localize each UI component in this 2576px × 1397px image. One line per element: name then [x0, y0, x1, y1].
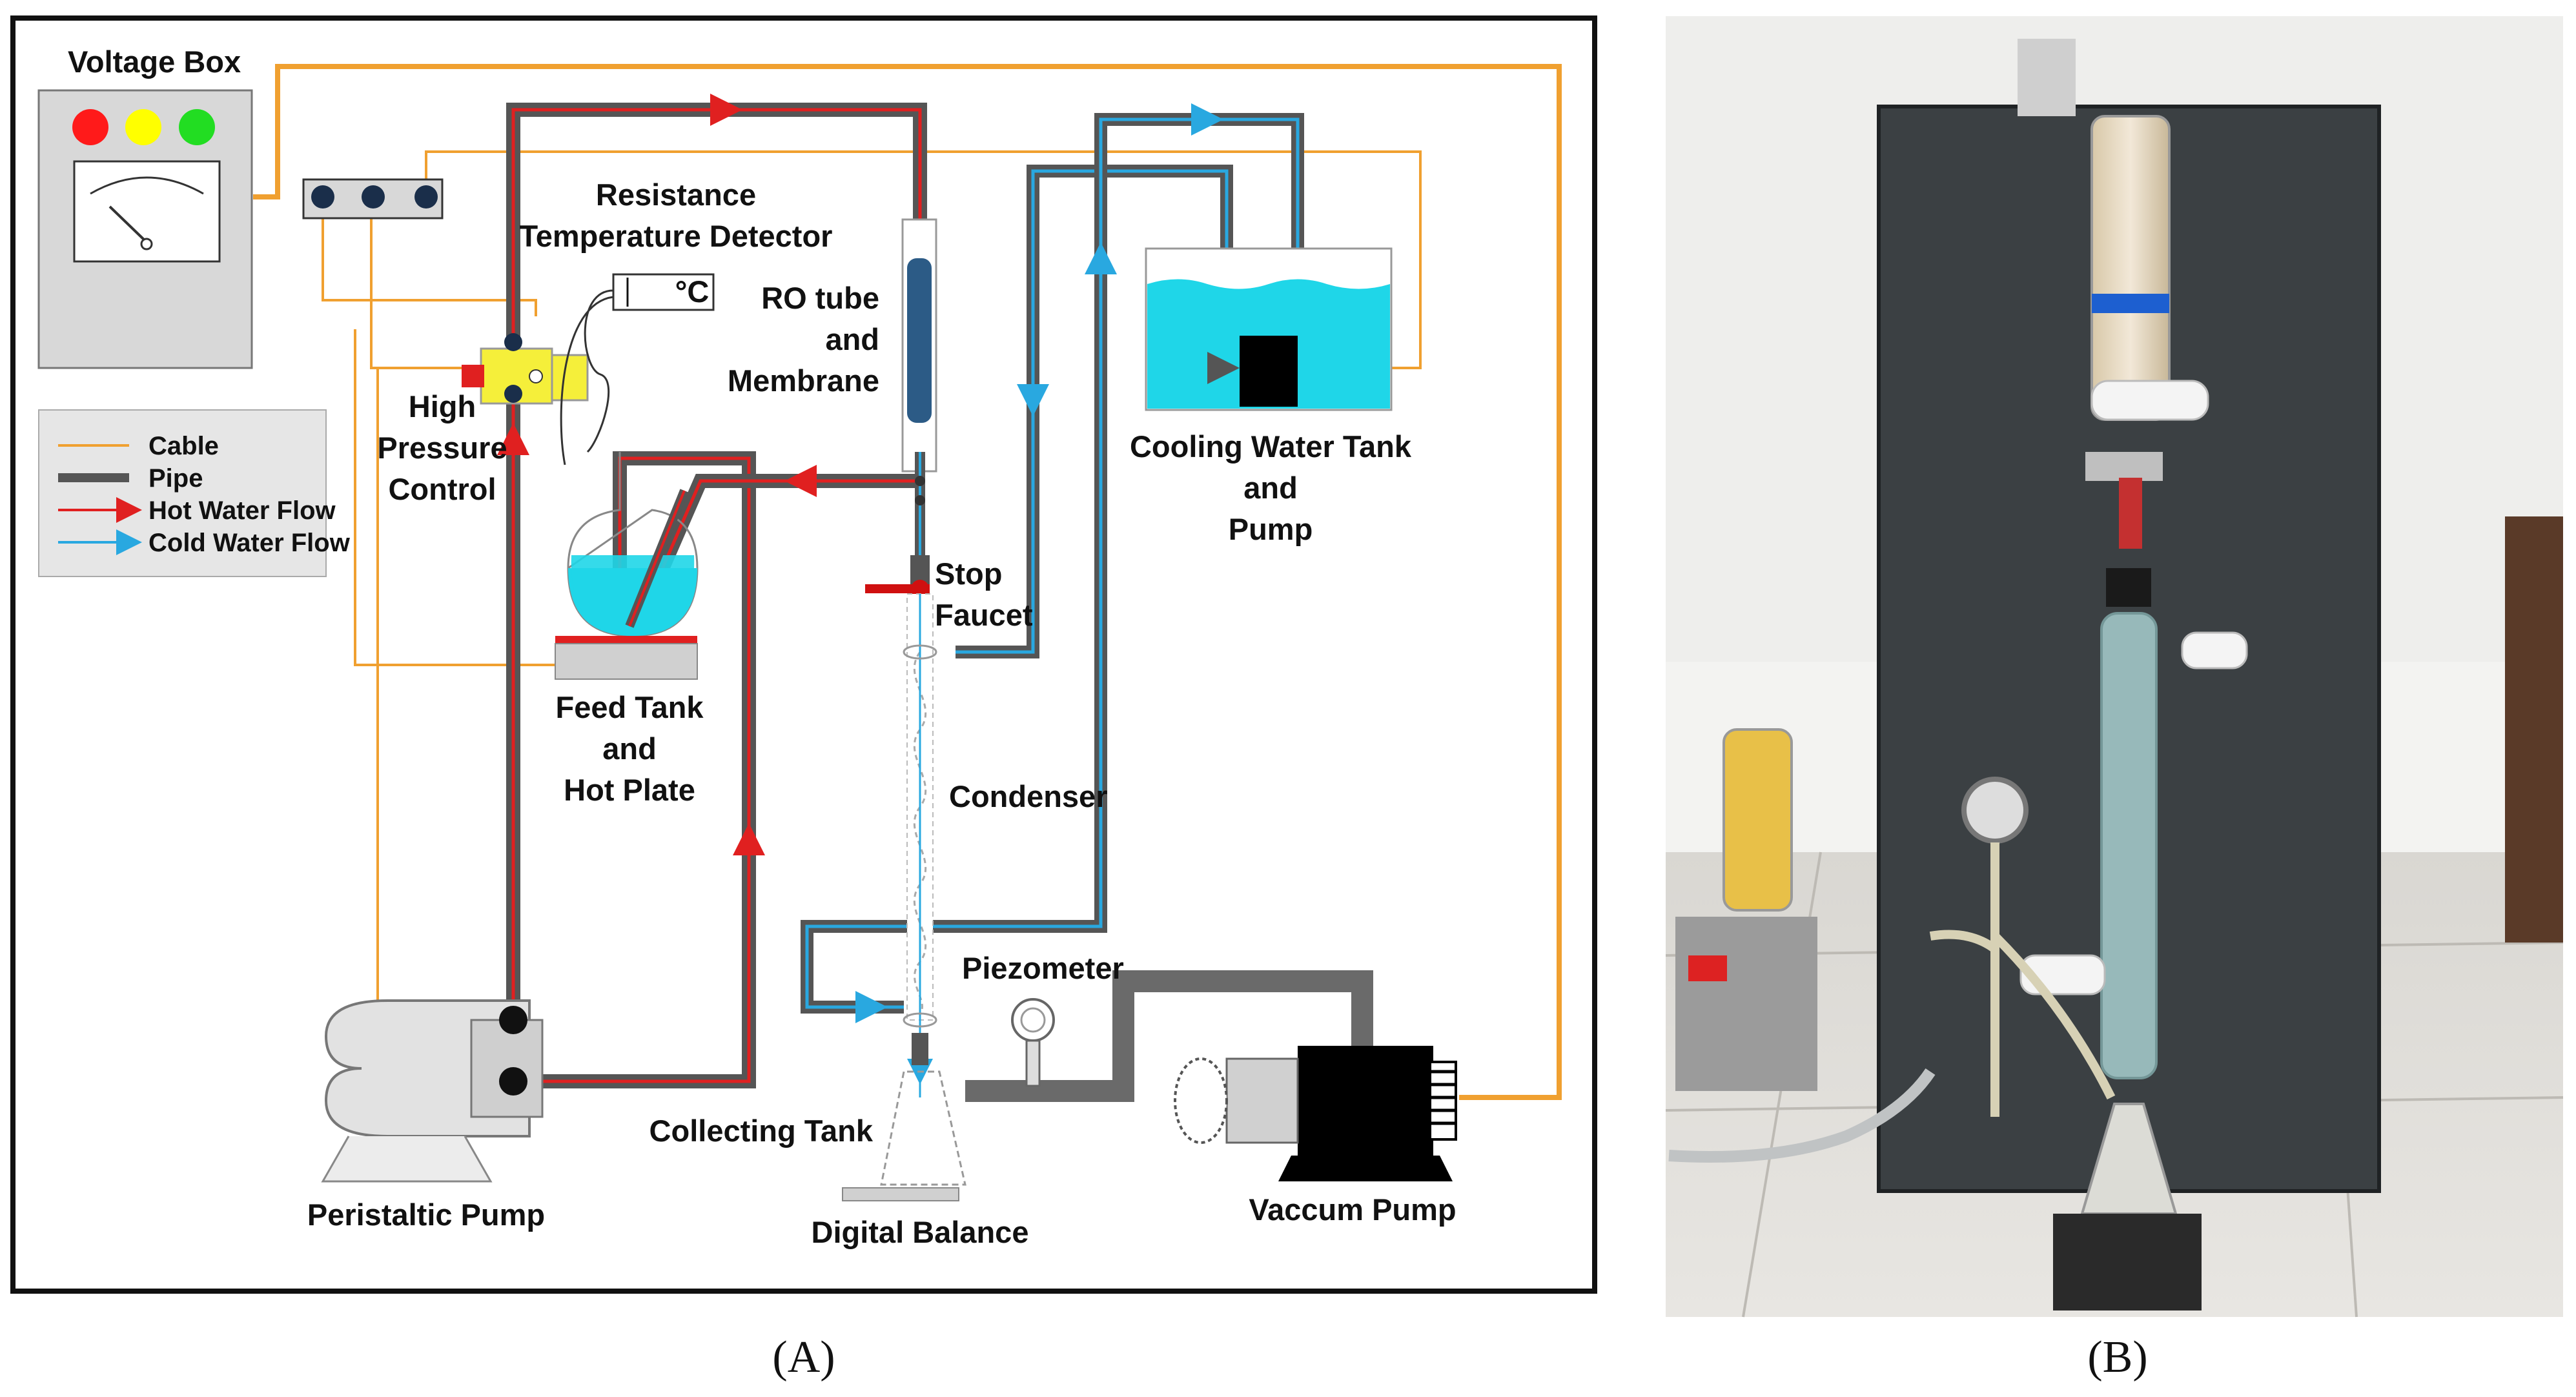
ro-label-line1: RO tube [761, 281, 879, 315]
cooling-label-line1: Cooling Water Tank [1130, 429, 1412, 464]
cooling-pump [1240, 336, 1298, 407]
stop-label-line1: Stop [935, 556, 1002, 591]
feed-label-line3: Hot Plate [564, 773, 695, 807]
vacuum-pump-photo [1675, 917, 1817, 1091]
piezometer [1011, 998, 1055, 1087]
feed-label-line1: Feed Tank [556, 690, 704, 724]
rtd-label-line1: Resistance [596, 178, 756, 212]
ro-tube-photo [2090, 115, 2171, 421]
legend-label: Hot Water Flow [148, 496, 336, 525]
vacuum-line [965, 970, 1373, 1102]
legend-entry: Cold Water Flow [58, 529, 351, 557]
legend-entry: Pipe [58, 464, 203, 493]
legend-entry: Cable [58, 432, 219, 460]
condenser [903, 593, 937, 1097]
blue-clamp [2092, 294, 2169, 313]
rtd-display [612, 273, 715, 311]
condenser-label: Condenser [949, 779, 1108, 813]
cooling-label-line3: Pump [1229, 512, 1313, 546]
collecting-tank [880, 1070, 966, 1186]
white-elbow-fitting [2181, 631, 2248, 669]
peristaltic-pump [321, 999, 544, 1183]
piezometer-label: Piezometer [962, 951, 1124, 985]
digital-balance-label: Digital Balance [812, 1215, 1029, 1249]
ro-membrane [907, 258, 932, 423]
black-fitting [2106, 568, 2151, 607]
terminal-icon [311, 185, 334, 209]
hp-label-line2: Pressure [377, 431, 507, 465]
hot-water-pipe [497, 94, 927, 1088]
feed-label-line2: and [602, 731, 657, 766]
voltage-box [37, 89, 253, 369]
tubing [1929, 842, 2116, 1117]
cold-water-pipe [801, 103, 1304, 1023]
hot-plate [555, 643, 698, 680]
red-connector [2119, 478, 2142, 549]
red-cross-label [1688, 955, 1727, 981]
peristaltic-pump-label: Peristaltic Pump [307, 1198, 545, 1232]
hp-label-line3: Control [388, 472, 496, 506]
feed-tank [555, 452, 699, 680]
ro-label-line3: Membrane [728, 363, 879, 398]
collecting-tank-label: Collecting Tank [649, 1114, 874, 1148]
yellow-indicator-light [125, 109, 161, 145]
rtd-unit: °C [675, 274, 710, 309]
red-indicator-light [72, 109, 108, 145]
pressure-gauge [1961, 777, 2029, 844]
legend-entry: Hot Water Flow [58, 496, 336, 525]
stop-label-line2: Faucet [935, 598, 1033, 632]
hp-label-line1: High [409, 389, 476, 423]
legend-box [38, 409, 327, 577]
water-pipe-top [2018, 39, 2076, 116]
caption-b: (B) [2087, 1332, 2147, 1382]
digital-balance [842, 1187, 959, 1201]
meter-needle-icon [108, 205, 148, 243]
white-elbow-fitting [2090, 380, 2209, 421]
terminal-icon [414, 185, 438, 209]
ro-tube [865, 218, 937, 598]
terminal-icon [362, 185, 385, 209]
voltage-box-label: Voltage Box [68, 45, 241, 79]
ro-label-line2: and [825, 322, 879, 356]
caption-a: (A) [772, 1332, 835, 1382]
cooling-label-line2: and [1243, 471, 1298, 505]
panel-b-photo [1665, 16, 2564, 1318]
rtd-label-line2: Temperature Detector [520, 219, 833, 253]
vacuum-pump [1174, 1046, 1457, 1181]
legend-label: Cold Water Flow [148, 529, 351, 557]
green-indicator-light [179, 109, 215, 145]
high-pressure-control [462, 333, 589, 405]
cooling-water-tank [1145, 247, 1393, 411]
mount-bracket [2085, 452, 2163, 481]
vacuum-pump-label: Vaccum Pump [1249, 1192, 1456, 1227]
legend-label: Cable [148, 432, 219, 460]
condenser-photo [2100, 612, 2158, 1079]
legend-label: Pipe [148, 464, 203, 493]
wooden-furniture [2505, 516, 2563, 943]
yellow-filter [1722, 728, 1793, 912]
digital-balance-photo [2053, 1214, 2202, 1310]
rtd-wire [560, 289, 614, 465]
hot-plate-surface [555, 636, 697, 644]
vacuum-hose [1668, 1068, 1936, 1163]
